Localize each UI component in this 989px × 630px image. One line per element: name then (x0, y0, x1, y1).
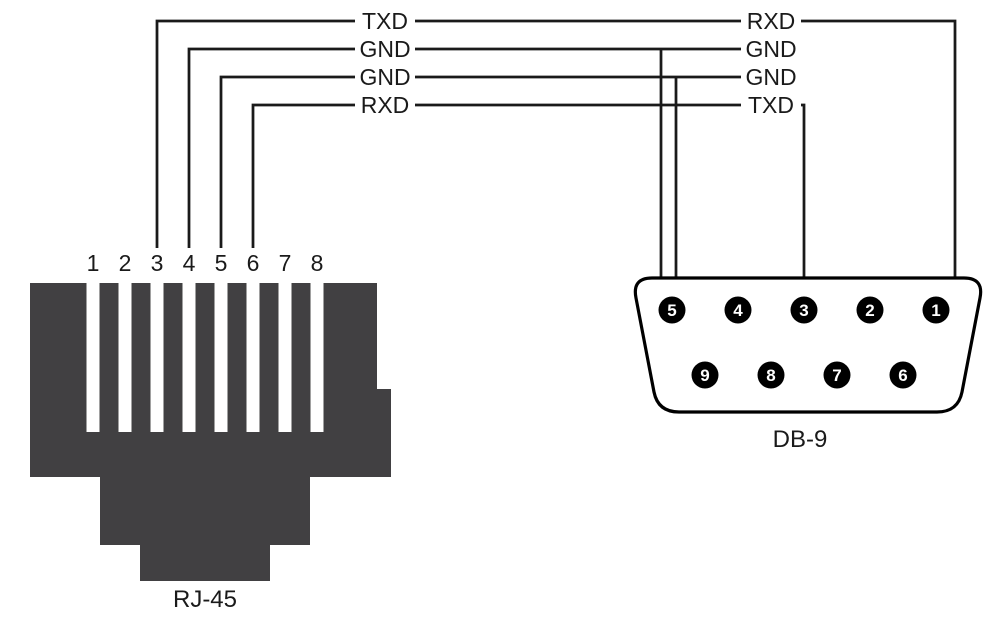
wire-gnd2-left (219, 75, 355, 248)
rj45-slot-3 (150, 283, 164, 432)
wire-rxd-left (251, 103, 355, 248)
db9-pin-2-number: 2 (865, 301, 874, 320)
wire-txd-left (155, 19, 355, 248)
rj45-slot-7 (278, 283, 292, 432)
db9-pin-4-number: 4 (733, 301, 743, 320)
db9-pin-9-number: 9 (700, 366, 709, 385)
signal-label-rxd-right: RXD (747, 8, 796, 34)
rj45-pin-number-8: 8 (311, 250, 324, 276)
db9-label: DB-9 (773, 426, 828, 453)
signal-label-gnd1-right: GND (745, 36, 796, 62)
rj45-pin-number-7: 7 (279, 250, 292, 276)
rj45-pin-number-1: 1 (87, 250, 100, 276)
wire-rxd-to-db9-pin2 (801, 19, 957, 298)
db9-pin-2: 2 (856, 296, 884, 324)
rj45-body (30, 283, 391, 581)
signal-label-gnd1-left: GND (359, 36, 410, 62)
db9-pin-7-circle (823, 361, 851, 389)
db9-top-row-pins: 5 4 3 2 1 (658, 296, 950, 324)
db9-pin-5: 5 (658, 296, 686, 324)
db9-bottom-row-pins: 9 8 7 6 (691, 361, 917, 389)
signal-label-gnd2-right: GND (745, 64, 796, 90)
db9-pin-3-circle (790, 296, 818, 324)
db9-pin-7: 7 (823, 361, 851, 389)
db9-pin-1: 1 (922, 296, 950, 324)
rj45-pin-numbers: 1 2 3 4 5 6 7 8 (87, 250, 324, 276)
rj45-slot-6 (246, 283, 260, 432)
wire-gnd1-left (187, 47, 355, 248)
db9-pin-6-number: 6 (898, 366, 907, 385)
signal-label-rxd-left: RXD (361, 92, 410, 118)
db9-pin-8: 8 (757, 361, 785, 389)
wire-txd-to-db9-pin3 (801, 103, 806, 298)
rj45-pin-number-2: 2 (119, 250, 132, 276)
rj45-pin-slots (86, 283, 324, 432)
db9-connector: 5 4 3 2 1 (633, 276, 983, 453)
db9-pin-3: 3 (790, 296, 818, 324)
db9-pin-7-number: 7 (832, 366, 841, 385)
rj45-label: RJ-45 (173, 586, 237, 613)
wires (155, 19, 957, 303)
db9-pin-1-circle (922, 296, 950, 324)
db9-pin-4: 4 (724, 296, 752, 324)
signal-label-gnd2-left: GND (359, 64, 410, 90)
db9-pin-6-circle (889, 361, 917, 389)
rj45-slot-1 (86, 283, 100, 432)
rj45-connector: 1 2 3 4 5 6 7 8 RJ-45 (30, 250, 391, 613)
db9-pin-5-number: 5 (667, 301, 676, 320)
db9-pin-2-circle (856, 296, 884, 324)
rj45-slot-8 (310, 283, 324, 432)
db9-pin-1-number: 1 (931, 301, 940, 320)
signal-label-txd-left: TXD (362, 8, 408, 34)
db9-pin-8-number: 8 (766, 366, 775, 385)
rj45-pin-number-3: 3 (151, 250, 164, 276)
db9-pin-9: 9 (691, 361, 719, 389)
db9-pin-6: 6 (889, 361, 917, 389)
rj45-slot-4 (182, 283, 196, 432)
left-signal-labels: TXD GND GND RXD (359, 8, 410, 118)
db9-pin-9-circle (691, 361, 719, 389)
right-signal-labels: RXD GND GND TXD (745, 8, 796, 118)
rj45-pin-number-6: 6 (247, 250, 260, 276)
rj45-slot-5 (214, 283, 228, 432)
rj45-pin-number-5: 5 (215, 250, 228, 276)
db9-pin-8-circle (757, 361, 785, 389)
signal-label-txd-right: TXD (748, 92, 794, 118)
db9-pin-5-circle (658, 296, 686, 324)
db9-pin-3-number: 3 (799, 301, 808, 320)
db9-pin-4-circle (724, 296, 752, 324)
rj45-pin-number-4: 4 (183, 250, 196, 276)
rj45-slot-2 (118, 283, 132, 432)
